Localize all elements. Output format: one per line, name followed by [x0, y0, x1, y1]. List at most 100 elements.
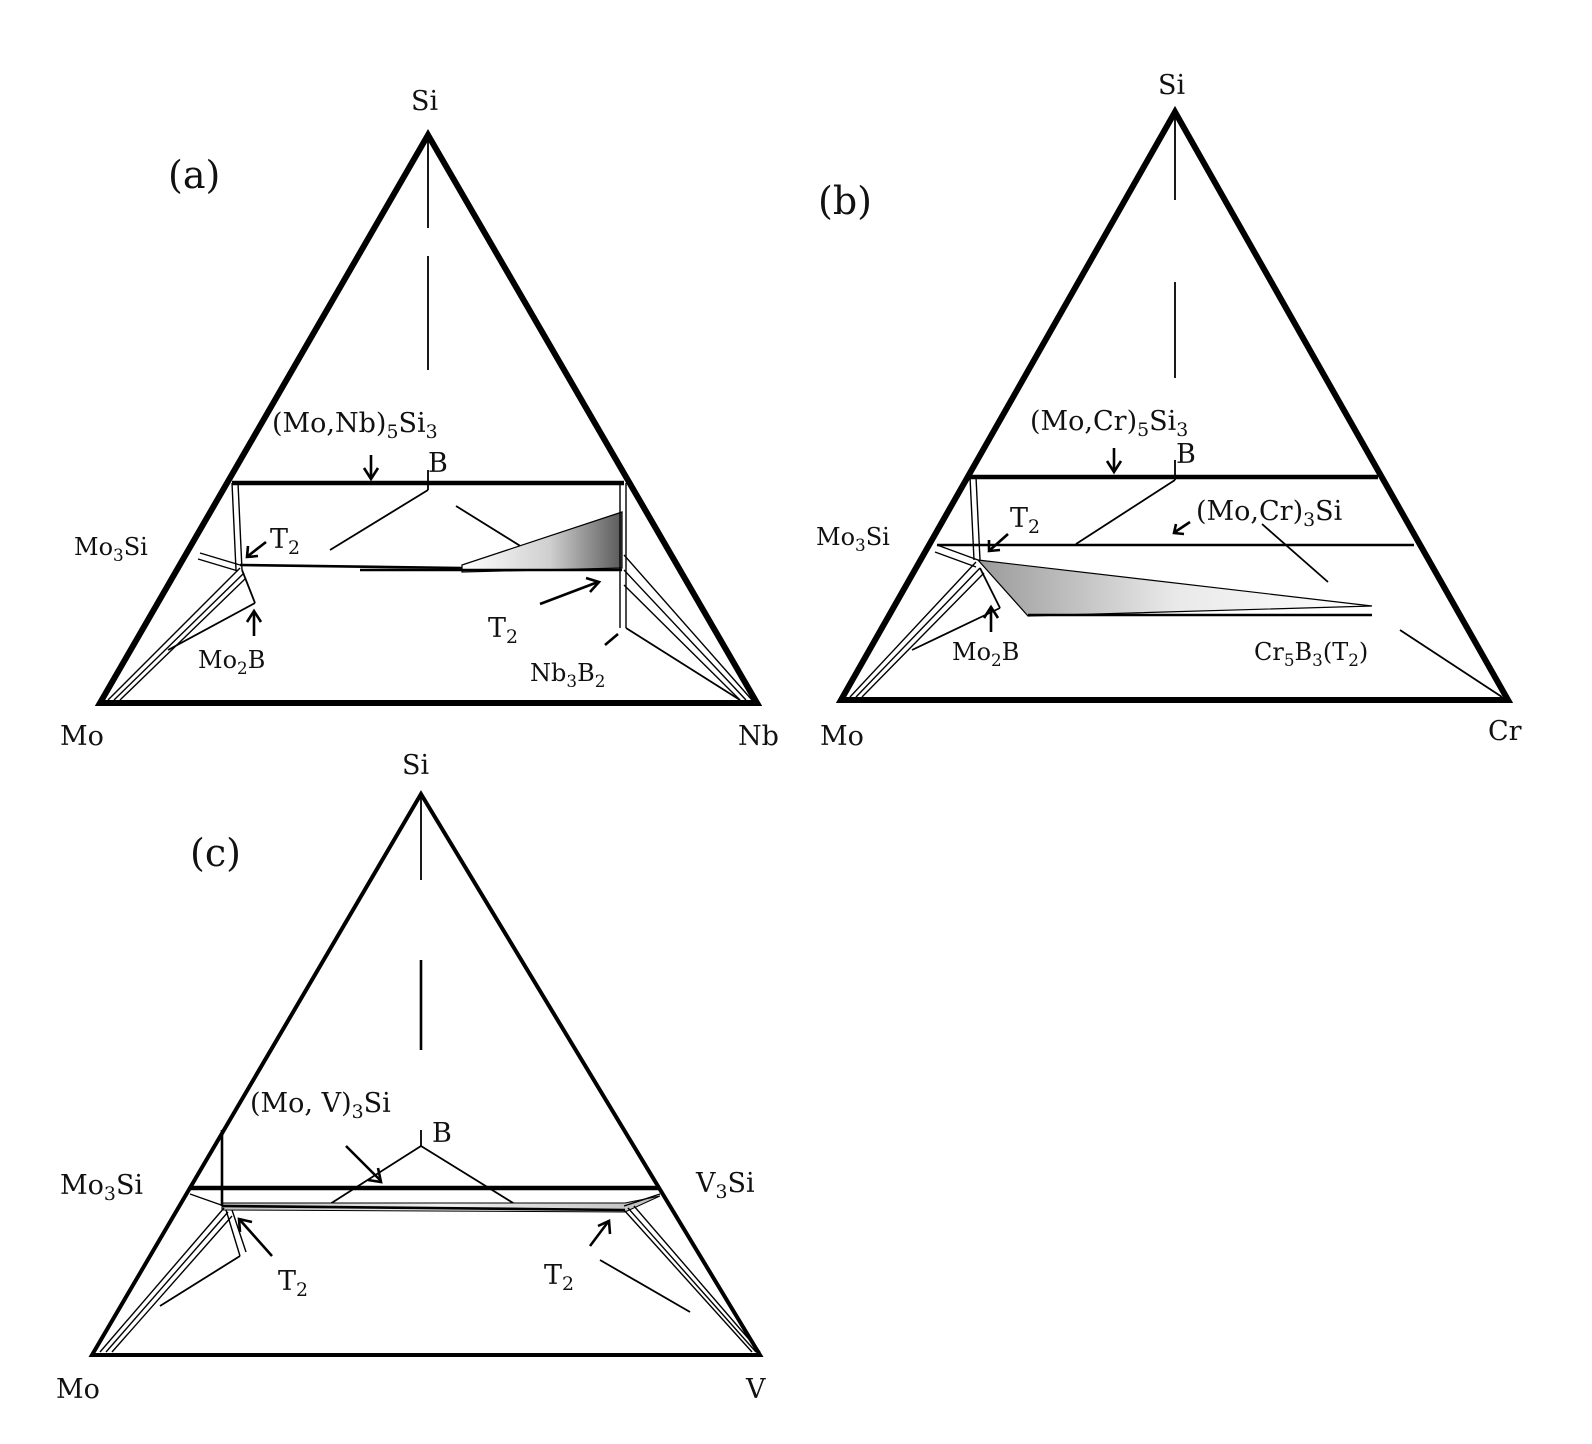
panel-a-t2-left-arrow — [247, 540, 267, 558]
panel-b-b-right-line — [1261, 523, 1329, 583]
panel-c: (c) Si Mo V (Mo, V)3Si B Mo3Si V3Si T2 T… — [56, 750, 766, 1405]
panel-b-cr-line — [1399, 629, 1503, 698]
panel-c-vertex-top: Si — [402, 750, 429, 781]
panel-a-nb3b2-line — [625, 627, 741, 701]
panel-c-t2-right-label: T2 — [544, 1260, 574, 1295]
panel-a-mo3si-tie-2 — [197, 558, 239, 572]
panel-a-t2-right-arrow-head — [585, 576, 602, 593]
panel-b-t2-arrow-head — [987, 540, 1001, 553]
panel-a-silicide-arrow-head — [362, 467, 380, 482]
panel-a-mo-tie-1 — [107, 567, 241, 701]
panel-b-vertex-right: Cr — [1488, 716, 1522, 747]
panel-b-silicide-label: (Mo,Cr)5Si3 — [1030, 406, 1188, 441]
panel-a-boron-label: B — [428, 448, 448, 479]
panel-a-label: (a) — [168, 153, 220, 197]
panel-a-mo2b-line-2 — [167, 602, 256, 651]
panel-c-left-fork-1 — [225, 1209, 241, 1257]
panel-b-silicide-arrow-head — [1105, 460, 1123, 475]
panel-c-silicide-arrow-head — [367, 1167, 383, 1184]
panel-a-mo2b-label: Mo2B — [198, 646, 265, 678]
panel-a-nb3b2-arrow — [604, 633, 619, 646]
panel-b-mo3si-tie-1 — [936, 544, 979, 561]
panel-c-mo-tie-1 — [99, 1207, 225, 1353]
panel-b-mo-tie-1 — [849, 561, 977, 698]
panel-c-v-tie-2 — [627, 1207, 757, 1353]
panel-a-vertex-top: Si — [411, 86, 438, 117]
panel-c-triangle — [88, 790, 764, 1357]
panel-a-t2-region — [461, 511, 623, 573]
panel-a-b-right-line — [455, 505, 531, 553]
panel-a: (a) Si Mo Nb (Mo,Nb)5Si3 B Mo3Si T2 T2 M… — [60, 86, 779, 752]
panel-c-t2-left-arrow — [239, 1219, 273, 1257]
panel-b-label: (b) — [818, 179, 872, 223]
panel-c-right-edge — [623, 1193, 661, 1207]
panel-a-t2-right-label: T2 — [488, 613, 518, 648]
panel-b-mo2b-arrow-head — [982, 604, 1000, 619]
panel-c-boron-label: B — [432, 1118, 452, 1149]
panel-c-silicide-arrow — [345, 1145, 381, 1181]
panel-b-t2-arrow — [989, 533, 1009, 551]
panel-b-b-left-line — [1075, 479, 1176, 545]
panel-a-triangle — [94, 129, 763, 706]
panel-b-mo2b-line-1 — [979, 567, 1001, 609]
panel-c-t2-right-arrow-head — [597, 1219, 612, 1235]
panel-c-right-b-line — [599, 1259, 691, 1313]
panel-a-mo2b-arrow-head — [245, 608, 263, 623]
panel-b-vertex-top: Si — [1158, 70, 1185, 101]
panel-a-nb3b2-label: Nb3B2 — [530, 659, 605, 691]
panel-a-mo-tie-2 — [113, 572, 245, 701]
panel-c-v-tie-1 — [623, 1209, 753, 1353]
panel-c-vertex-left: Mo — [56, 1374, 100, 1405]
panel-b-mo-tie-2 — [855, 567, 981, 698]
panel-c-mo3si-tie-1 — [189, 1193, 225, 1207]
panel-b-t2-label: T2 — [1010, 503, 1040, 538]
panel-a-nb-tie-1 — [623, 554, 753, 701]
panel-a-t2-line — [239, 563, 463, 570]
panel-c-left-b-line — [159, 1255, 241, 1307]
panel-c-vertex-right: V — [745, 1374, 766, 1405]
panel-a-left-edge-1 — [231, 482, 237, 571]
panel-c-v-tie-3 — [633, 1205, 761, 1353]
panel-c-t2-line — [221, 1204, 626, 1212]
panel-b-mo3si-tie-2 — [934, 551, 977, 568]
panel-a-mo-tie-3 — [119, 577, 247, 701]
panel-b-boron-label: B — [1176, 439, 1196, 470]
panel-c-mo-tie-3 — [111, 1215, 233, 1353]
panel-c-t2-right-arrow — [588, 1221, 610, 1247]
panel-b-cr3si-arrow-head — [1172, 523, 1185, 536]
panel-b-left-edge-2 — [975, 476, 981, 561]
panel-a-t2-right-arrow — [539, 580, 599, 606]
panel-c-t2-left-label: T2 — [278, 1266, 308, 1301]
panel-a-b-left-line — [329, 489, 429, 551]
panel-a-mo2b-line-1 — [241, 569, 256, 604]
panel-c-mo-tie-2 — [105, 1211, 229, 1353]
panel-a-t2-left-label: T2 — [270, 524, 300, 559]
panel-a-mo3si-tie-1 — [199, 552, 241, 566]
panel-b-cr5b3-label: Cr5B3(T2) — [1254, 638, 1368, 670]
panel-a-nb-tie-3 — [623, 584, 741, 701]
panel-a-vertex-left: Mo — [60, 721, 104, 752]
panel-b-cr3si-arrow — [1174, 520, 1191, 534]
panel-a-nb-tie-2 — [623, 569, 747, 701]
panel-a-silicide-label: (Mo,Nb)5Si3 — [272, 408, 438, 443]
panel-a-mo3si-label: Mo3Si — [74, 533, 148, 565]
panel-c-v3si-label: V3Si — [695, 1168, 755, 1203]
panel-c-b-right-line — [420, 1145, 519, 1207]
panel-b-cr3si-label: (Mo,Cr)3Si — [1196, 496, 1343, 531]
panel-a-vertex-right: Nb — [738, 721, 779, 752]
panel-b-triangle — [835, 105, 1514, 703]
panel-c-label: (c) — [190, 831, 241, 875]
panel-c-t2-left-arrow-head — [237, 1217, 253, 1233]
panel-b: (b) Si Mo Cr (Mo,Cr)5Si3 B Mo3Si T2 (Mo,… — [816, 70, 1522, 752]
panel-c-silicide-label: (Mo, V)3Si — [250, 1088, 391, 1123]
panel-b-vertex-left: Mo — [820, 721, 864, 752]
panel-b-mo3si-label: Mo3Si — [816, 523, 890, 555]
panel-a-t2-left-arrow-head — [245, 545, 259, 559]
panel-b-t2-region — [976, 559, 1373, 617]
panel-b-mo-tie-3 — [861, 572, 985, 698]
panel-a-left-edge-2 — [237, 482, 243, 571]
panel-b-left-edge-1 — [969, 476, 975, 561]
panel-b-mo2b-label: Mo2B — [952, 638, 1019, 670]
panel-c-mo3si-label: Mo3Si — [60, 1170, 143, 1205]
